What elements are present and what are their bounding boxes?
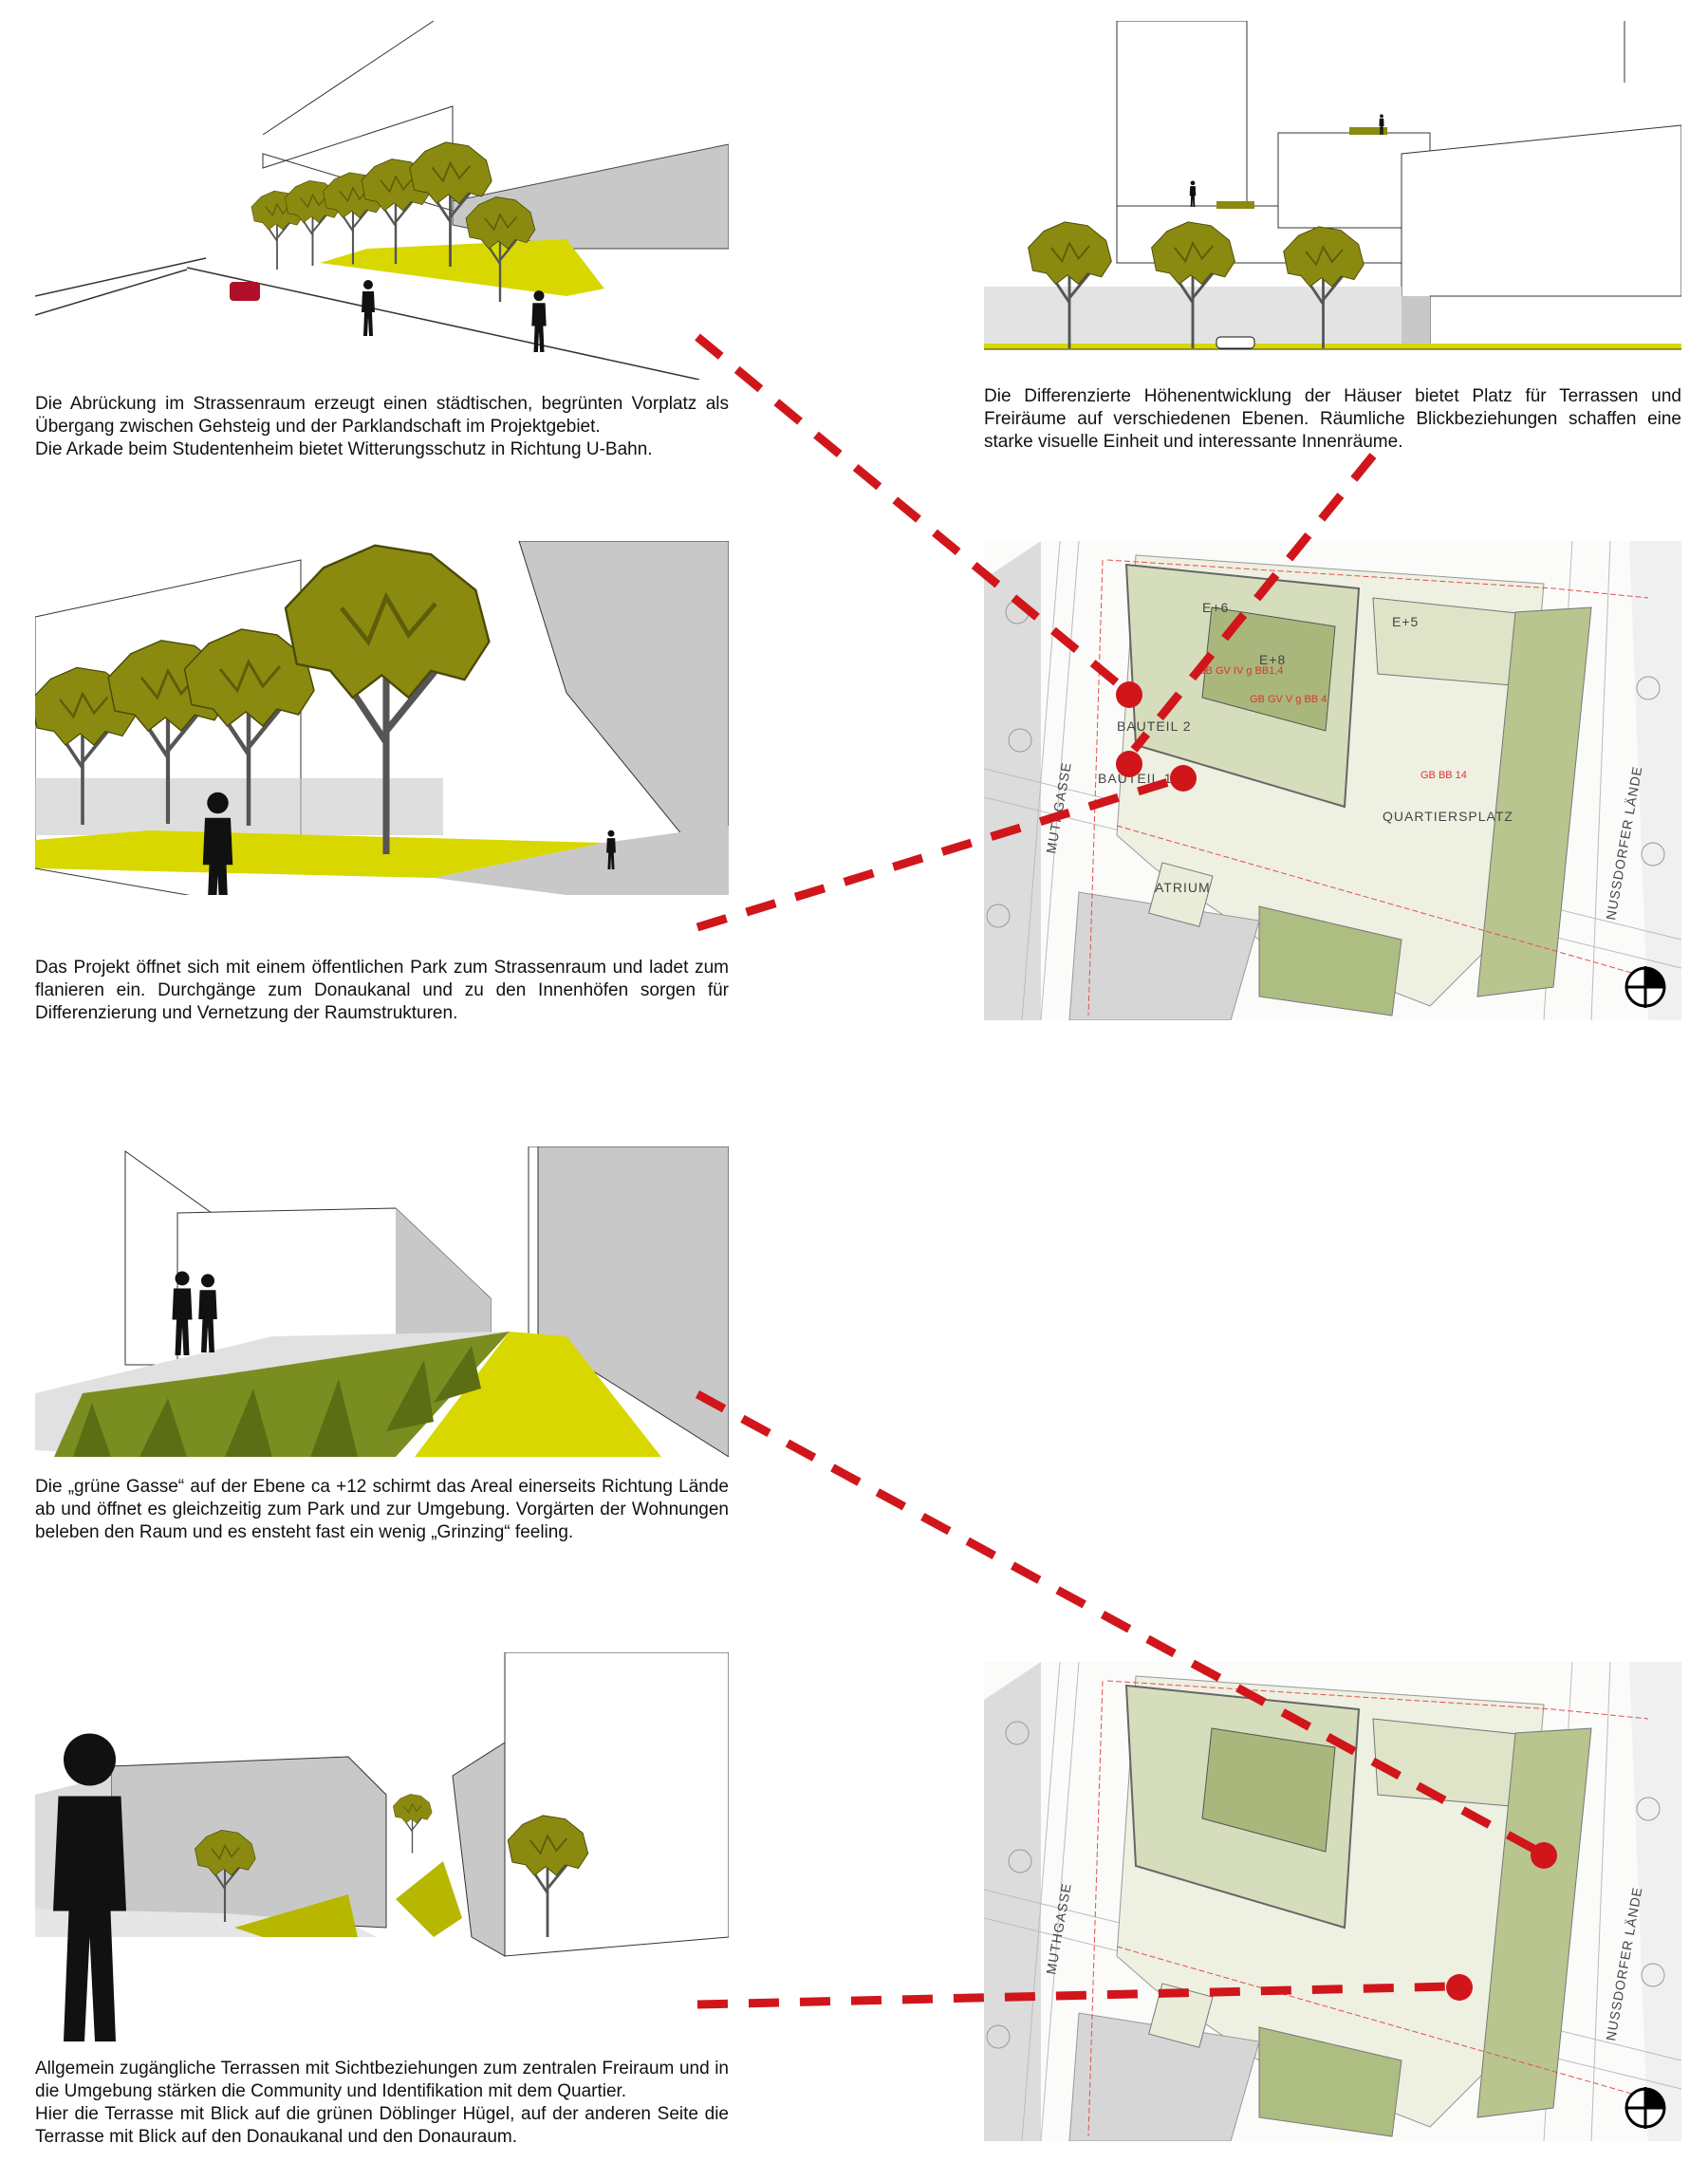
illustration-street-forecourt xyxy=(35,21,729,380)
illustration-terraces xyxy=(35,1652,729,2042)
north-arrow-icon xyxy=(1624,966,1666,1008)
illustration-height-development xyxy=(984,21,1681,365)
illustration-green-lane xyxy=(35,1146,729,1457)
caption-line: Die „grüne Gasse“ auf der Ebene ca +12 s… xyxy=(35,1477,729,1542)
caption-line: Die Abrückung im Strassenraum erzeugt ei… xyxy=(35,394,729,437)
caption-line: Die Arkade beim Studentenheim bietet Wit… xyxy=(35,439,653,459)
plan-label: GB GV V g BB 4 xyxy=(1250,694,1327,705)
plan-label: ATRIUM xyxy=(1155,880,1211,895)
illustration-public-park xyxy=(35,541,729,895)
site-plan-top: MUTHGASSE NUSSDORFER LÄNDE E+6 E+8 E+5 B… xyxy=(984,541,1681,1020)
caption-line: Die Differenzierte Höhenentwicklung der … xyxy=(984,386,1681,452)
plan-label: QUARTIERSPLATZ xyxy=(1383,809,1513,824)
plan-label: BAUTEIL 2 xyxy=(1117,718,1192,734)
caption-terraces: Allgemein zugängliche Terrassen mit Sich… xyxy=(35,2058,729,2149)
plan-label: E+5 xyxy=(1392,614,1419,629)
caption-public-park: Das Projekt öffnet sich mit einem öffent… xyxy=(35,957,729,1025)
caption-green-lane: Die „grüne Gasse“ auf der Ebene ca +12 s… xyxy=(35,1476,729,1544)
caption-line: Hier die Terrasse mit Blick auf die grün… xyxy=(35,2104,729,2147)
plan-label: GB GV IV g BB1,4 xyxy=(1197,665,1284,677)
caption-line: Allgemein zugängliche Terrassen mit Sich… xyxy=(35,2059,729,2101)
plan-label: GB BB 14 xyxy=(1420,770,1467,781)
plan-label: E+6 xyxy=(1202,600,1229,615)
caption-street-forecourt: Die Abrückung im Strassenraum erzeugt ei… xyxy=(35,393,729,461)
north-arrow-icon xyxy=(1624,2087,1666,2129)
site-plan-bottom: MUTHGASSE NUSSDORFER LÄNDE xyxy=(984,1662,1681,2141)
caption-line: Das Projekt öffnet sich mit einem öffent… xyxy=(35,958,729,1023)
plan-label: BAUTEIL 1 xyxy=(1098,771,1173,786)
caption-height-development: Die Differenzierte Höhenentwicklung der … xyxy=(984,385,1681,454)
